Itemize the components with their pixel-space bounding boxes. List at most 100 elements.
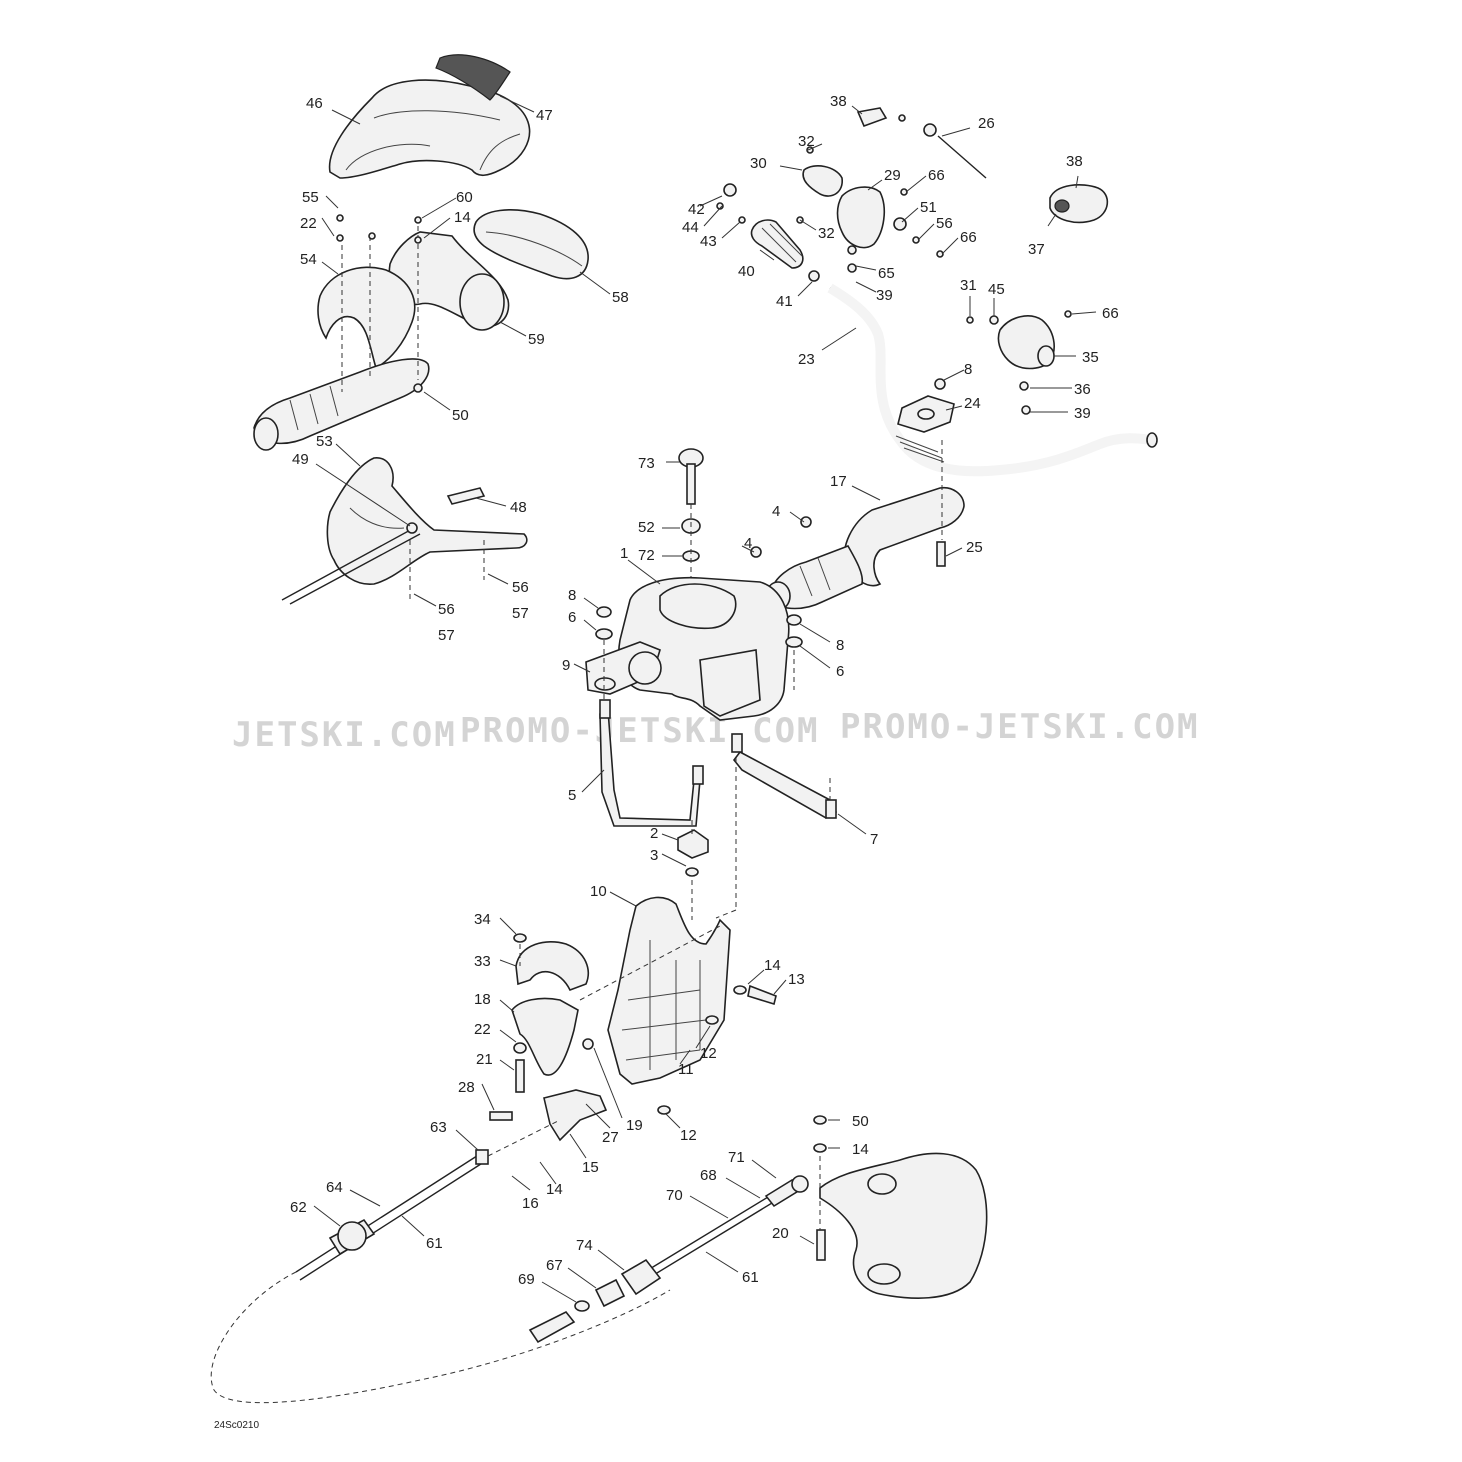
callout-54: 54 xyxy=(300,251,317,268)
watermark: JETSKI.COM PROMO-JETSKI.COM PROMO-JETSKI… xyxy=(232,707,1200,755)
callout-57: 57 xyxy=(512,605,529,622)
callout-73: 73 xyxy=(638,455,655,472)
callout-35: 35 xyxy=(1082,349,1099,366)
callout-40: 40 xyxy=(738,263,755,280)
callout-33: 33 xyxy=(474,953,491,970)
part-29-switch-housing xyxy=(836,186,886,249)
callout-59: 59 xyxy=(528,331,545,348)
callout-1: 1 xyxy=(620,545,628,562)
callout-6: 6 xyxy=(568,609,576,626)
callout-26: 26 xyxy=(978,115,995,132)
callout-64: 64 xyxy=(326,1179,343,1196)
callout-67: 67 xyxy=(546,1257,563,1274)
callout-72: 72 xyxy=(638,547,655,564)
callout-46: 46 xyxy=(306,95,323,112)
callout-37: 37 xyxy=(1028,241,1045,258)
callout-30: 30 xyxy=(750,155,767,172)
part-58-pad xyxy=(473,209,589,280)
callout-74: 74 xyxy=(576,1237,593,1254)
callout-45: 45 xyxy=(988,281,1005,298)
callout-14: 14 xyxy=(764,957,781,974)
callout-8: 8 xyxy=(568,587,576,604)
callout-58: 58 xyxy=(612,289,629,306)
callout-22: 22 xyxy=(474,1021,491,1038)
callout-63: 63 xyxy=(430,1119,447,1136)
callout-53: 53 xyxy=(316,433,333,450)
watermark-center: PROMO-JETSKI.COM xyxy=(460,711,820,751)
callout-2: 2 xyxy=(650,825,658,842)
callout-70: 70 xyxy=(666,1187,683,1204)
callout-labels: 46 47 55 60 22 14 54 58 59 50 53 49 48 5… xyxy=(290,93,1119,1288)
callout-50: 50 xyxy=(452,407,469,424)
part-62-nut xyxy=(337,1221,367,1251)
throttle-lever-assembly xyxy=(281,457,528,605)
right-handlebar-assembly xyxy=(716,107,1158,611)
part-54-clip xyxy=(317,266,416,370)
callout-3: 3 xyxy=(650,847,658,864)
leader-lines xyxy=(313,95,1097,1303)
callout-65: 65 xyxy=(878,265,895,282)
part-2-block xyxy=(677,829,709,859)
callout-25: 25 xyxy=(966,539,983,556)
callout-50: 50 xyxy=(852,1113,869,1130)
part-30-cover xyxy=(802,165,843,197)
callout-66: 66 xyxy=(928,167,945,184)
part-handle-grip-left xyxy=(253,358,430,445)
part-17-throttle-housing xyxy=(843,486,965,587)
callout-47: 47 xyxy=(536,107,553,124)
part-15-cable-bracket xyxy=(543,1089,608,1142)
callout-28: 28 xyxy=(458,1079,475,1096)
callout-29: 29 xyxy=(884,167,901,184)
callout-11: 11 xyxy=(678,1061,694,1078)
part-53-throttle-lever xyxy=(326,457,528,585)
callout-42: 42 xyxy=(688,201,705,218)
callout-69: 69 xyxy=(518,1271,535,1288)
callout-13: 13 xyxy=(788,971,805,988)
callout-21: 21 xyxy=(476,1051,493,1068)
part-38-clip xyxy=(856,107,888,128)
upper-left-assembly xyxy=(253,54,589,451)
part-7-tie-bar xyxy=(732,750,838,819)
callout-27: 27 xyxy=(602,1129,619,1146)
callout-8: 8 xyxy=(964,361,972,378)
part-74-adjuster xyxy=(620,1258,662,1296)
callout-56: 56 xyxy=(512,579,529,596)
callout-23: 23 xyxy=(798,351,815,368)
part-61-cable-left xyxy=(295,1153,481,1273)
callout-38: 38 xyxy=(1066,153,1083,170)
part-18-clamp-lower xyxy=(511,997,579,1076)
callout-10: 10 xyxy=(590,883,607,900)
callout-12: 12 xyxy=(700,1045,717,1062)
callout-24: 24 xyxy=(964,395,981,412)
watermark-right: PROMO-JETSKI.COM xyxy=(840,707,1200,747)
callout-61: 61 xyxy=(426,1235,443,1252)
callout-39: 39 xyxy=(1074,405,1091,422)
callout-9: 9 xyxy=(562,657,570,674)
callout-31: 31 xyxy=(960,277,977,294)
callout-39: 39 xyxy=(876,287,893,304)
callout-56: 56 xyxy=(438,601,455,618)
part-right-grip xyxy=(771,545,864,610)
callout-41: 41 xyxy=(776,293,793,310)
callout-32: 32 xyxy=(818,225,835,242)
callout-60: 60 xyxy=(456,189,473,206)
part-jet-nozzle xyxy=(819,1152,988,1299)
callout-57: 57 xyxy=(438,627,455,644)
callout-8: 8 xyxy=(836,637,844,654)
callout-19: 19 xyxy=(626,1117,643,1134)
callout-5: 5 xyxy=(568,787,576,804)
callout-56: 56 xyxy=(936,215,953,232)
watermark-left: JETSKI.COM xyxy=(232,715,457,755)
callout-52: 52 xyxy=(638,519,655,536)
steering-column-assembly xyxy=(585,448,838,920)
callout-38: 38 xyxy=(830,93,847,110)
callout-4: 4 xyxy=(744,535,752,552)
callout-22: 22 xyxy=(300,215,317,232)
callout-36: 36 xyxy=(1074,381,1091,398)
lower-support-assembly xyxy=(489,896,777,1142)
callout-14: 14 xyxy=(454,209,471,226)
part-33-clamp-upper xyxy=(515,941,590,992)
callout-17: 17 xyxy=(830,473,847,490)
callout-20: 20 xyxy=(772,1225,789,1242)
